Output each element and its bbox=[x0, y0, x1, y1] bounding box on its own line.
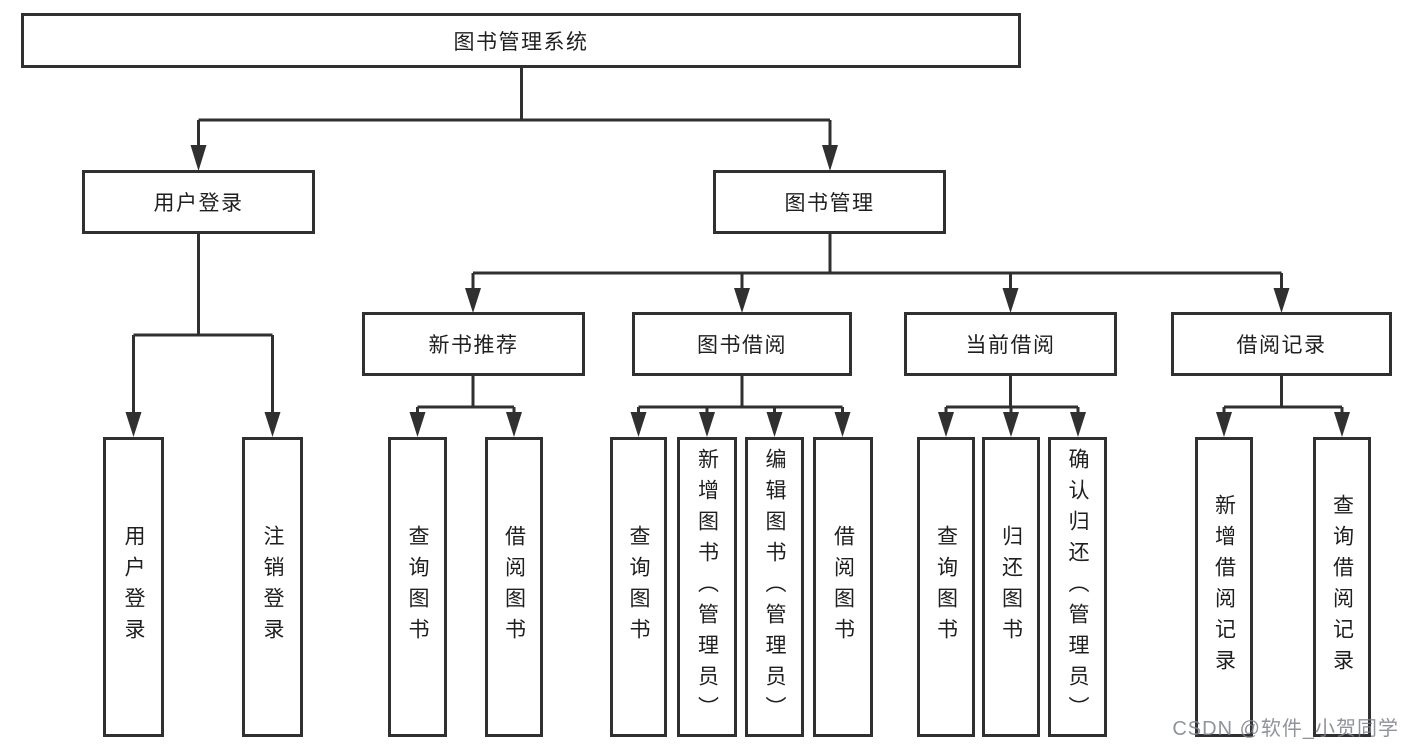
node-label: 查询图书 bbox=[627, 525, 650, 649]
leaf-user-login: 用户登录 bbox=[103, 437, 164, 737]
node-label: 查询图书 bbox=[934, 525, 958, 649]
leaf-query-books-recommend: 查询图书 bbox=[388, 437, 447, 737]
node-label: 借阅记录 bbox=[1236, 334, 1327, 357]
node-label: 借阅图书 bbox=[831, 525, 855, 649]
node-label: 借阅图书 bbox=[502, 525, 526, 649]
node-borrow-records: 借阅记录 bbox=[1171, 312, 1392, 376]
node-label: 确认归还（管理员） bbox=[1066, 447, 1089, 727]
csdn-watermark: CSDN @软件_小贺同学 bbox=[1172, 718, 1399, 740]
node-label: 新增图书（管理员） bbox=[695, 447, 719, 727]
leaf-query-books-borrow: 查询图书 bbox=[610, 437, 667, 737]
node-label: 当前借阅 bbox=[965, 334, 1056, 357]
leaf-confirm-return-admin: 确认归还（管理员） bbox=[1048, 437, 1107, 737]
leaf-add-borrow-record: 新增借阅记录 bbox=[1195, 437, 1253, 737]
leaf-return-books: 归还图书 bbox=[982, 437, 1040, 737]
node-label: 新增借阅记录 bbox=[1212, 494, 1236, 680]
node-label: 图书管理系统 bbox=[453, 30, 589, 54]
node-label: 图书借阅 bbox=[697, 334, 787, 357]
node-book-borrow: 图书借阅 bbox=[632, 312, 852, 376]
leaf-edit-books-admin: 编辑图书（管理员） bbox=[745, 437, 804, 737]
node-book-management-branch: 图书管理 bbox=[713, 170, 946, 234]
node-label: 查询借阅记录 bbox=[1330, 494, 1354, 680]
node-label: 注销登录 bbox=[261, 525, 284, 649]
node-current-borrow: 当前借阅 bbox=[904, 312, 1117, 376]
leaf-borrow-books: 借阅图书 bbox=[813, 437, 873, 737]
node-user-login-branch: 用户登录 bbox=[82, 170, 315, 234]
node-root-system: 图书管理系统 bbox=[21, 13, 1021, 68]
node-label: 用户登录 bbox=[153, 192, 244, 215]
node-label: 查询图书 bbox=[406, 525, 429, 649]
node-label: 归还图书 bbox=[999, 525, 1023, 649]
node-label: 新书推荐 bbox=[428, 334, 519, 357]
node-label: 用户登录 bbox=[122, 525, 145, 649]
node-new-book-recommend: 新书推荐 bbox=[362, 312, 585, 376]
node-label: 编辑图书（管理员） bbox=[763, 447, 786, 727]
leaf-borrow-books-recommend: 借阅图书 bbox=[485, 437, 543, 737]
leaf-query-borrow-record: 查询借阅记录 bbox=[1313, 437, 1371, 737]
node-label: 图书管理 bbox=[784, 192, 875, 215]
leaf-logout: 注销登录 bbox=[242, 437, 303, 737]
leaf-add-books-admin: 新增图书（管理员） bbox=[677, 437, 737, 737]
leaf-query-books-current: 查询图书 bbox=[917, 437, 975, 737]
